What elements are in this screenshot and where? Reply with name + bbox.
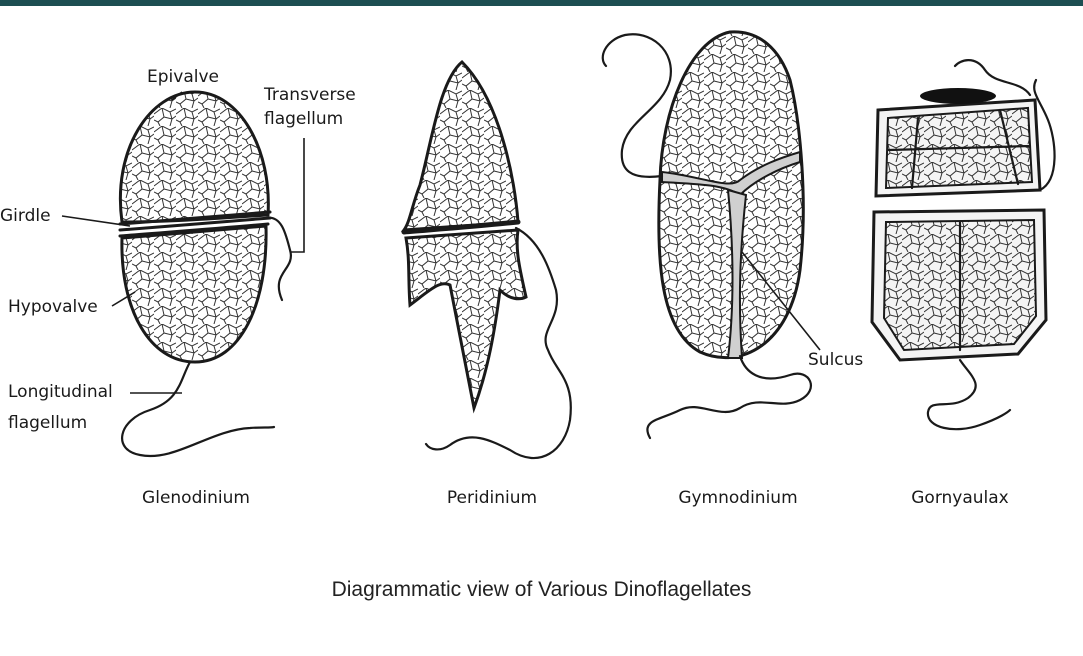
gymnodinium-figure xyxy=(603,32,820,438)
figure-caption: Diagrammatic view of Various Dinoflagell… xyxy=(0,578,1083,602)
gornyaulax-figure xyxy=(872,60,1055,429)
glenodinium-figure xyxy=(120,92,291,456)
leader-girdle xyxy=(62,216,130,226)
organism-name-glenodinium: Glenodinium xyxy=(142,488,250,508)
peridinium-figure xyxy=(404,62,571,458)
gornyaulax-flagellum-bottom xyxy=(928,360,1010,429)
label-transverse-line2: flagellum xyxy=(264,109,343,129)
label-epivalve: Epivalve xyxy=(147,67,219,87)
organism-name-gymnodinium: Gymnodinium xyxy=(678,488,797,508)
glenodinium-transverse-flagellum xyxy=(266,218,291,300)
label-transverse-line1: Transverse xyxy=(263,85,356,105)
glenodinium-epivalve xyxy=(120,92,268,222)
glenodinium-longitudinal-flagellum xyxy=(122,362,274,456)
label-girdle: Girdle xyxy=(0,206,51,226)
leader-transverse xyxy=(290,138,304,252)
organism-name-gornyaulax: Gornyaulax xyxy=(911,488,1009,508)
label-sulcus: Sulcus xyxy=(808,350,863,370)
label-hypovalve: Hypovalve xyxy=(8,297,98,317)
glenodinium-hypovalve xyxy=(122,226,266,362)
peridinium-lower-body xyxy=(406,230,526,408)
peridinium-upper-body xyxy=(404,62,518,230)
label-longitudinal-line2: flagellum xyxy=(8,413,87,433)
organism-name-peridinium: Peridinium xyxy=(447,488,537,508)
gornyaulax-apical-pore xyxy=(920,88,996,104)
gymnodinium-flagellum-bottom xyxy=(647,356,811,438)
label-longitudinal-line1: Longitudinal xyxy=(8,382,113,402)
